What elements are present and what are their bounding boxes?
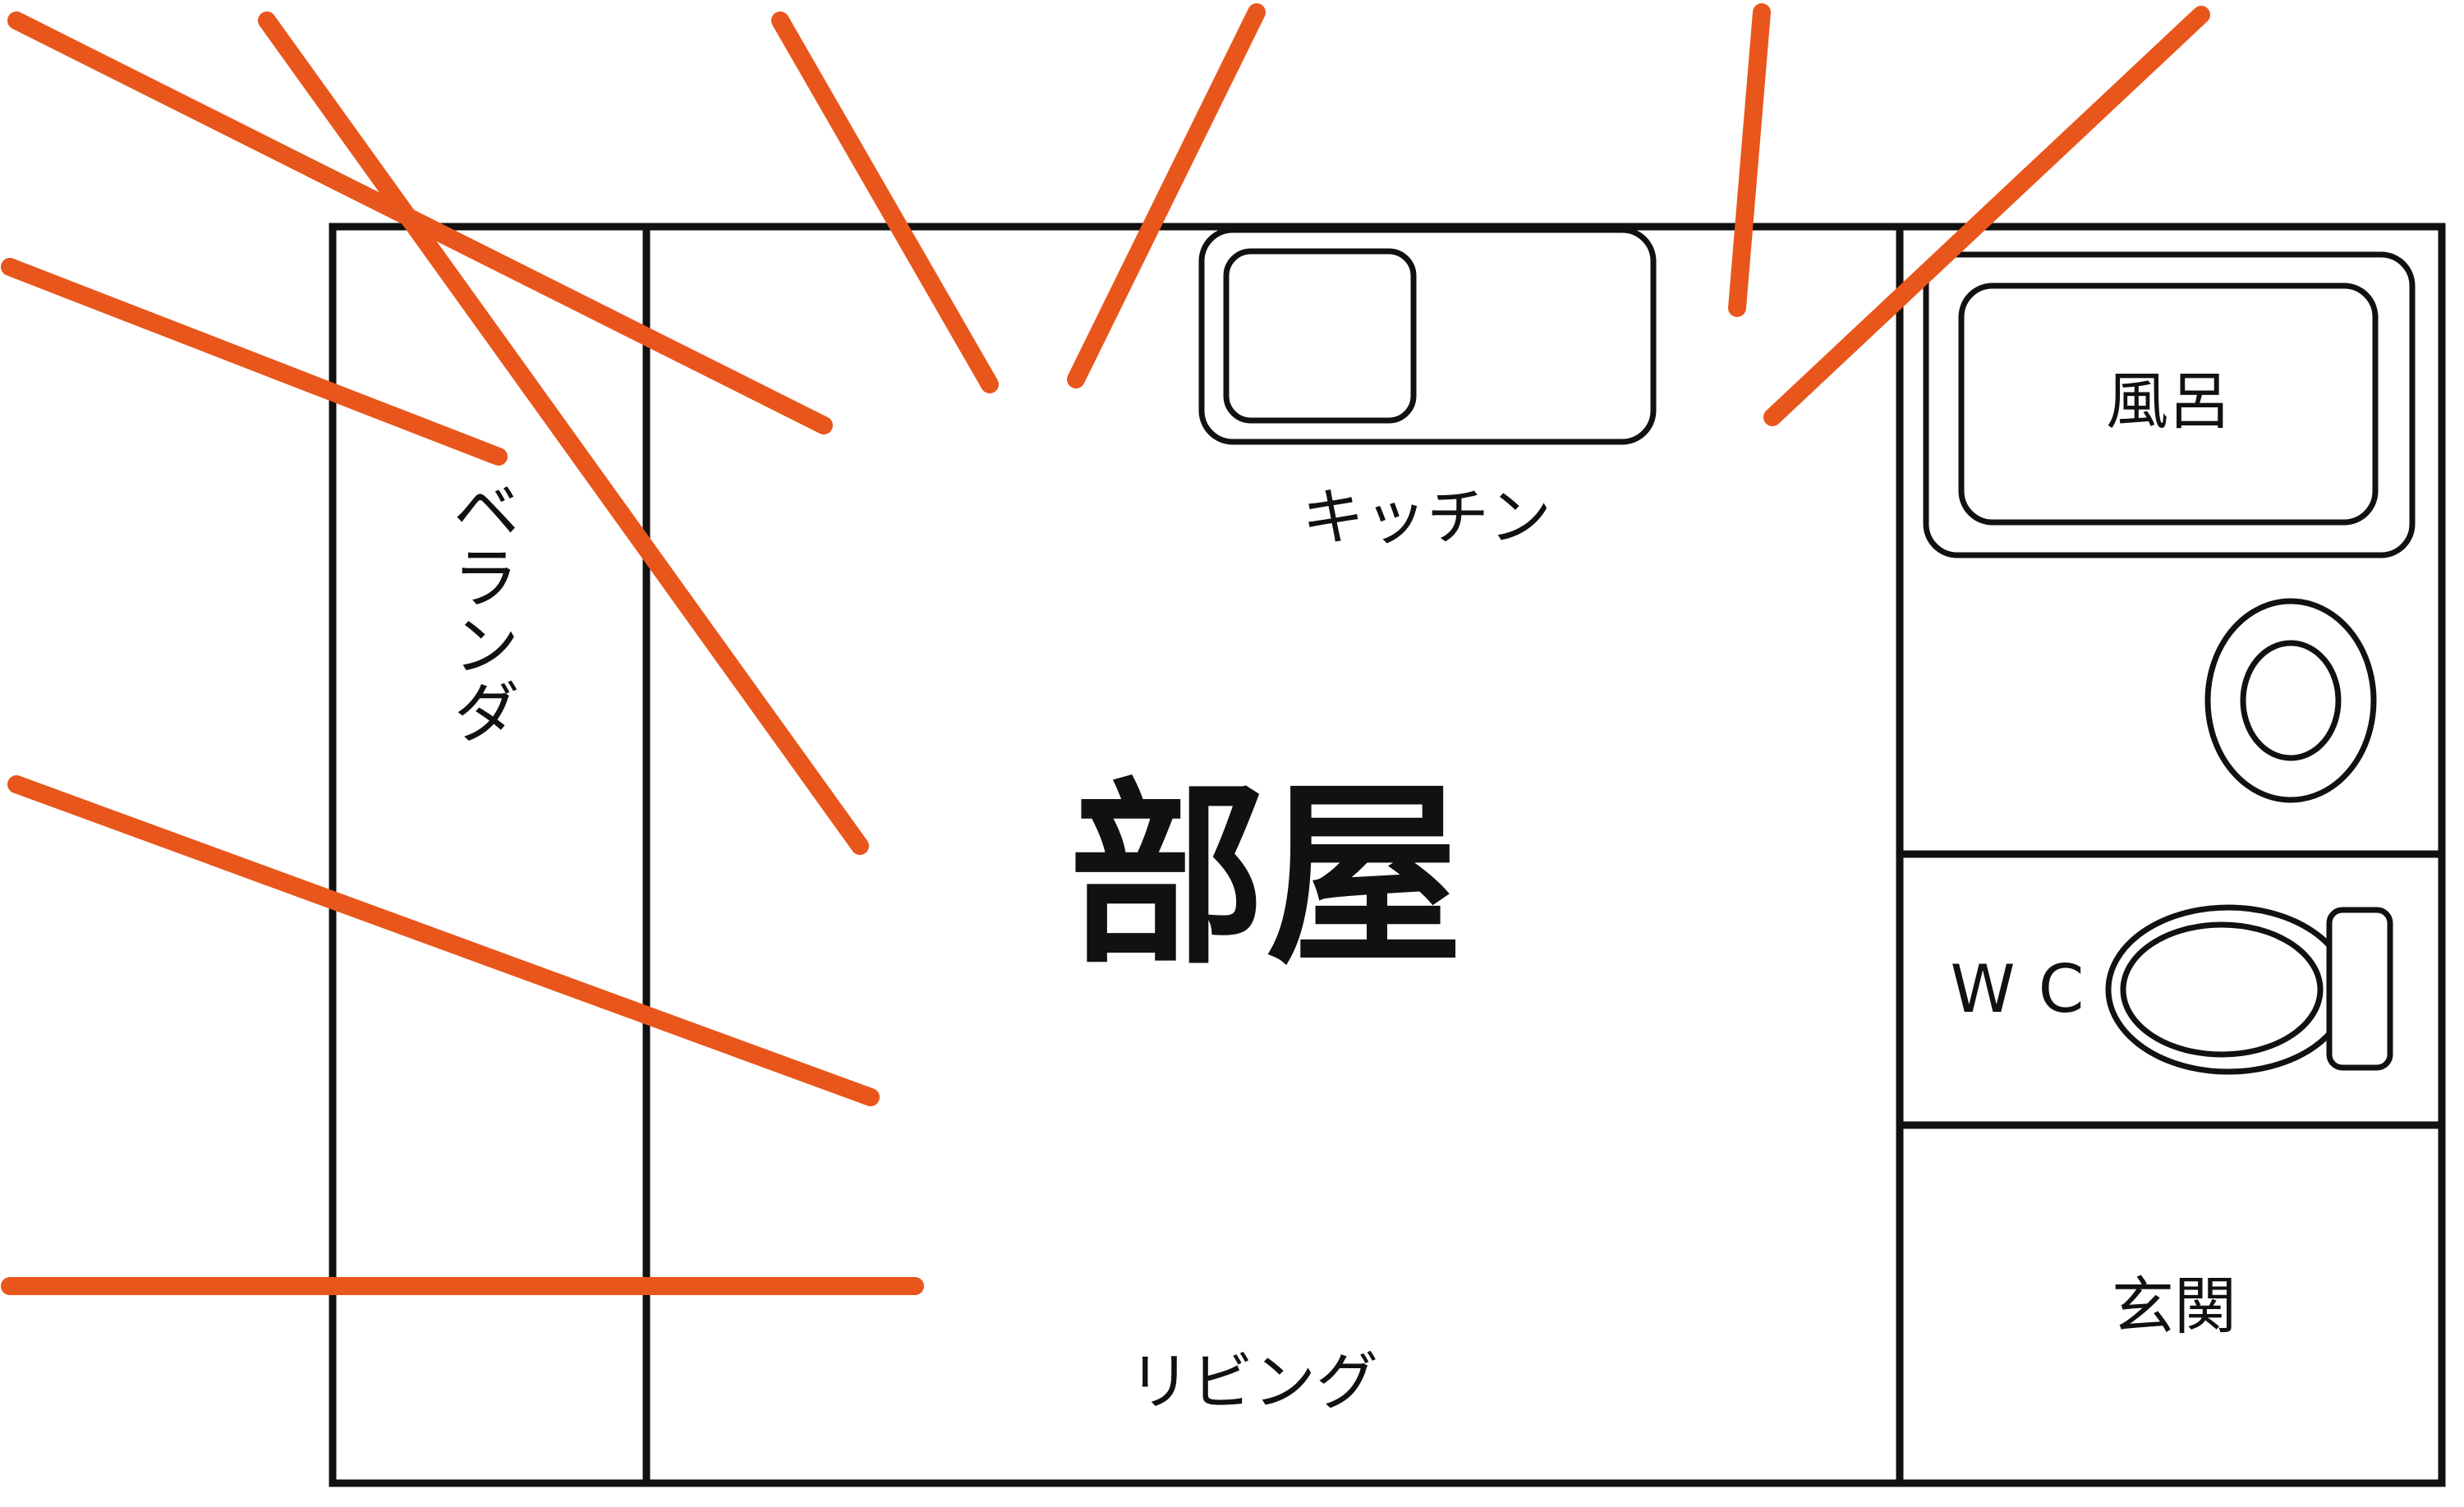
sun-ray [258,11,869,855]
sun-ray [771,11,999,393]
toilet [2105,904,2393,1075]
sun-ray [1728,3,1771,317]
wc-label: WC [1951,951,2108,1027]
veranda-label: ベランダ [441,476,519,745]
main-room-label: 部屋 [1069,761,1463,991]
sun-ray [1763,6,2210,426]
entrance-label: 玄関 [2112,1270,2236,1343]
sun-rays [1,3,2210,1295]
sun-ray [1,258,508,466]
living-label: リビング [1129,1345,1378,1418]
wash-basin [2204,598,2377,803]
bathtub [1923,251,2416,558]
sun-ray [7,775,880,1106]
kitchen-counter [1198,227,1657,445]
sun-ray [1067,3,1266,388]
bath-label: 風呂 [2106,365,2231,438]
kitchen-label: キッチン [1302,480,1551,554]
